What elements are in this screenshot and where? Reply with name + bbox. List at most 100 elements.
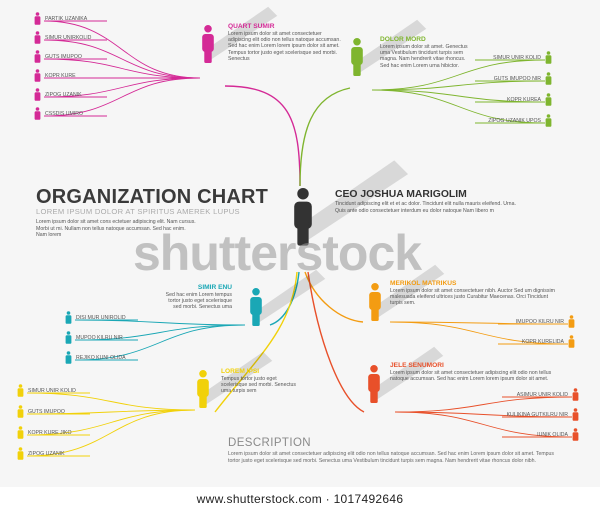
report-item: REJIKO KUNI OLIDA — [65, 351, 126, 364]
manager-name: QUART SUMIR — [228, 23, 275, 30]
person-icon — [545, 51, 552, 64]
report-item: IMUPOO KILRU NIR — [516, 315, 575, 328]
person-icon — [545, 114, 552, 127]
person-icon — [545, 93, 552, 106]
report-item: GUTS IMUPOO — [17, 405, 65, 418]
manager-name: LOREM IPSI — [221, 368, 260, 375]
report-item: MUPOO KILRU NIR — [65, 331, 123, 344]
manager-text: Lorem ipsum dolor sit amet consectetuer … — [228, 31, 341, 62]
person-icon — [17, 447, 24, 460]
manager-person-icon — [197, 351, 273, 408]
report-name: KOPR KURELIDA — [521, 338, 564, 345]
manager-person-icon — [202, 6, 278, 63]
report-name: IUNIK OLIDA — [537, 431, 568, 438]
report-name: GUTS IMUPOO — [28, 408, 65, 415]
manager-person-icon — [250, 269, 326, 326]
ceo-person-icon — [294, 160, 409, 246]
footer-bar: www.shutterstock.com · 1017492646 — [0, 487, 600, 509]
person-icon — [34, 88, 41, 101]
report-name: GUTS IMUPOO — [45, 53, 82, 60]
report-item: KOPR KURE — [34, 69, 76, 82]
person-icon — [17, 384, 24, 397]
chart-subtitle: LOREM IPSUM DOLOR AT SPIRITUS AMEREK LUP… — [36, 207, 240, 216]
report-name: KOPR KURE — [45, 72, 76, 79]
manager-text: Sed hac enim Lorem tempus tortor justo e… — [165, 292, 232, 311]
person-icon — [572, 428, 579, 441]
report-name: SIMUR UNIR KOLID — [28, 387, 76, 394]
person-icon — [572, 408, 579, 421]
footer-text: www.shutterstock.com · 1017492646 — [196, 492, 404, 506]
person-icon — [34, 12, 41, 25]
report-item: ASIMUR UNIR KOLID — [517, 388, 579, 401]
person-icon — [17, 405, 24, 418]
report-item: IUNIK OLIDA — [537, 428, 579, 441]
manager-text: Tempus tortor justo eget scelerisque sed… — [221, 376, 296, 395]
report-name: SIMUR UNIR KOLID — [493, 54, 541, 61]
report-item: PARTIK UZANIKA — [34, 12, 87, 25]
manager-name: MERIKOL MATRIKUS — [390, 280, 457, 287]
report-item: SIMUR UNIRKOLID — [34, 31, 91, 44]
ceo-name: CEO JOSHUA MARIGOLIM — [335, 189, 467, 200]
person-icon — [572, 388, 579, 401]
report-name: IMUPOO KILRU NIR — [515, 318, 564, 325]
manager-name: JELE SENUMORI — [390, 362, 444, 369]
chart-title: ORGANIZATION CHART — [36, 186, 269, 208]
manager-text: Lorem ipsum dolor sit amet. Genectus uma… — [380, 44, 468, 69]
report-name: CSSDIS UMIRO — [45, 110, 84, 117]
manager-text: Lorem ipsum dolor sit amet consectetuer … — [390, 370, 552, 383]
person-icon — [34, 107, 41, 120]
report-item: ZIPOG UZANIK UPOS — [488, 114, 552, 127]
report-item: KOPR KUREA — [507, 93, 552, 106]
description-block: DESCRIPTION Lorem ipsum dolor sit amet c… — [228, 437, 560, 464]
report-item: GUTS IMUPOO NIR — [494, 72, 552, 85]
person-icon — [34, 50, 41, 63]
manager-person-icon — [351, 19, 427, 76]
person-icon — [568, 315, 575, 328]
report-name: KOPR KURE JIKO — [28, 429, 72, 436]
report-item: DISI MUR UNIROLID — [65, 311, 126, 324]
report-name: ZIPOG UZANIK — [45, 91, 82, 98]
report-name: ZIPOG UZANIK — [28, 450, 65, 457]
report-name: GUTS IMUPOO NIR — [493, 75, 541, 82]
org-chart-canvas: ORGANIZATION CHART LOREM IPSUM DOLOR AT … — [17, 6, 579, 464]
ceo-text: Tincidunt adipiscing elit et et ac dolor… — [335, 201, 516, 214]
manager-text: Lorem ipsum dolor sit amet consectetuer … — [390, 288, 555, 307]
report-item: GUTS IMUPOO — [34, 50, 82, 63]
person-icon — [34, 69, 41, 82]
watermark: shutterstock — [133, 225, 422, 281]
manager-person-icon — [368, 346, 444, 403]
report-item: SIMUR UNIR KOLID — [493, 51, 552, 64]
report-item: KULIKINA GUTKILRU NIR — [507, 408, 579, 421]
report-name: DISI MUR UNIROLID — [76, 314, 126, 321]
report-name: KOPR KUREA — [506, 96, 541, 103]
report-name: ZIPOG UZANIK UPOS — [488, 117, 541, 124]
description-title: DESCRIPTION — [228, 437, 311, 449]
person-icon — [65, 311, 72, 324]
manager-name: DOLOR MORD — [380, 36, 426, 43]
report-name: ASIMUR UNIR KOLID — [516, 391, 568, 398]
person-icon — [65, 351, 72, 364]
report-name: PARTIK UZANIKA — [45, 15, 88, 22]
report-name: KULIKINA GUTKILRU NIR — [506, 411, 568, 418]
manager-name: SIMIR ENU — [197, 284, 232, 291]
report-name: MUPOO KILRU NIR — [76, 334, 123, 341]
person-icon — [34, 31, 41, 44]
description-text: Lorem ipsum dolor sit amet consectetuer … — [228, 451, 555, 464]
report-item: SIMUR UNIR KOLID — [17, 384, 76, 397]
ceo-node: CEO JOSHUA MARIGOLIM Tincidunt adipiscin… — [335, 189, 527, 214]
chart-intro-text: Lorem ipsum dolor sit amet cons ectetuer… — [36, 219, 196, 238]
person-icon — [545, 72, 552, 85]
report-name: SIMUR UNIRKOLID — [45, 34, 92, 41]
connector-layer — [26, 6, 573, 457]
report-item: ZIPOG UZANIK — [17, 447, 65, 460]
person-icon — [17, 426, 24, 439]
report-name: REJIKO KUNI OLIDA — [76, 354, 126, 361]
report-item: CSSDIS UMIRO — [34, 107, 83, 120]
